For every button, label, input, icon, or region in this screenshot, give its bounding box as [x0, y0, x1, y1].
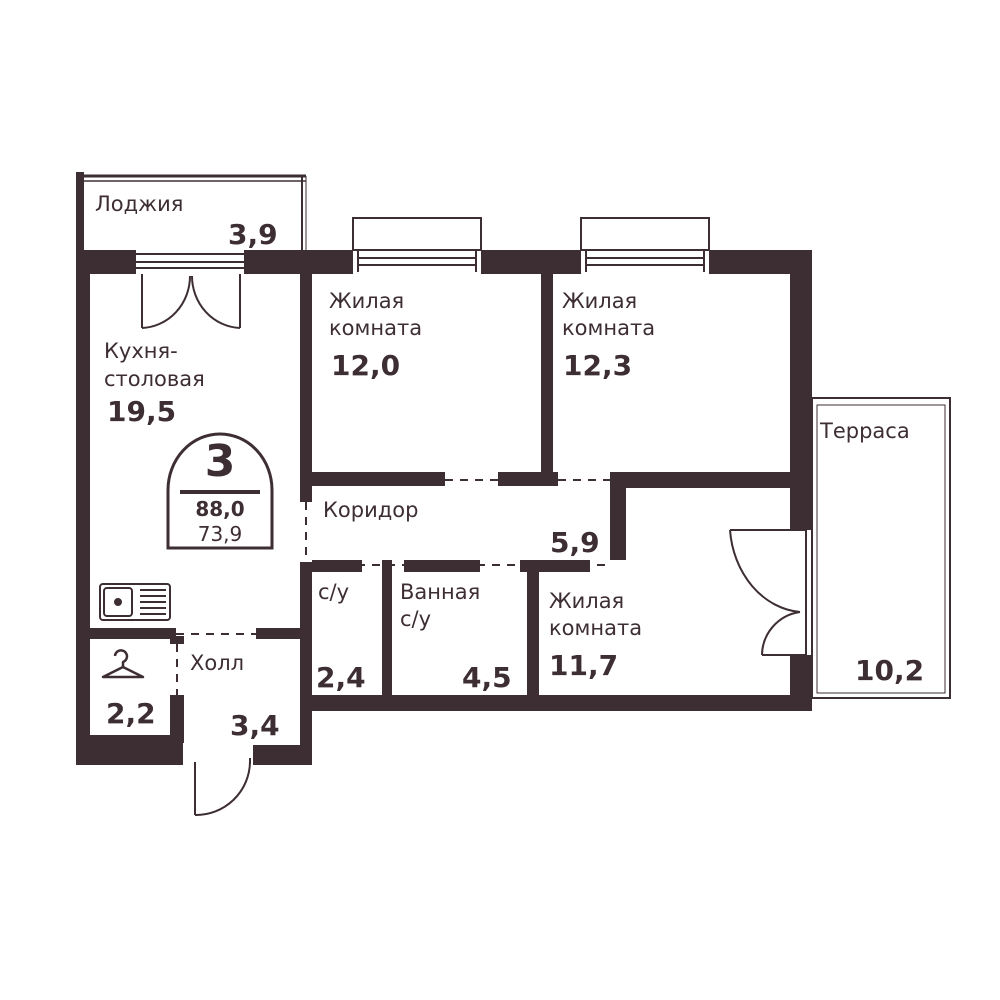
living-area: 73,9: [197, 522, 243, 546]
room-count: 3: [204, 436, 236, 487]
terrace-door: [729, 529, 807, 656]
total-area: 88,0: [195, 497, 245, 521]
kitchen-name-line1: Кухня-: [104, 339, 178, 363]
terrace-area: 10,2: [855, 654, 925, 687]
bathroom-area: 4,5: [462, 661, 512, 694]
walls: [76, 250, 812, 765]
wc-area: 2,4: [316, 661, 366, 694]
hall-area: 3,4: [230, 709, 280, 742]
kitchen-balcony-door: [136, 253, 244, 329]
living2-area: 12,3: [563, 349, 633, 382]
kitchen-area: 19,5: [107, 395, 177, 428]
loggia-area: 3,9: [228, 218, 278, 251]
wardrobe-area: 2,2: [106, 697, 156, 730]
wc-name: с/у: [318, 580, 350, 604]
living2-name-line1: Жилая: [562, 289, 638, 313]
loggia-outline: [76, 172, 307, 252]
apartment-badge: [166, 432, 274, 550]
living1-name-line1: Жилая: [329, 289, 405, 313]
living1-name-line2: комната: [329, 316, 423, 340]
living2-name-line2: комната: [562, 316, 656, 340]
hall-name: Холл: [190, 651, 245, 675]
kitchen-sink-icon: [99, 583, 171, 621]
living3-name-line1: Жилая: [549, 589, 625, 613]
living3-name-line2: комната: [549, 616, 643, 640]
bathroom-name-line2: с/у: [400, 607, 432, 631]
window-living-2: [580, 217, 710, 272]
terrace-outline: [811, 397, 951, 699]
entrance-door: [194, 758, 251, 817]
terrace-name: Терраса: [820, 419, 910, 443]
kitchen-name-line2: столовая: [104, 367, 205, 391]
living3-area: 11,7: [549, 649, 619, 682]
window-living-1: [352, 217, 482, 272]
corridor-name: Коридор: [323, 498, 419, 522]
dashed-openings: [176, 479, 610, 695]
loggia-name: Лоджия: [95, 192, 184, 216]
hanger-icon: [101, 649, 145, 679]
living1-area: 12,0: [331, 349, 401, 382]
corridor-area: 5,9: [550, 526, 600, 559]
bathroom-name-line1: Ванная: [400, 580, 481, 604]
